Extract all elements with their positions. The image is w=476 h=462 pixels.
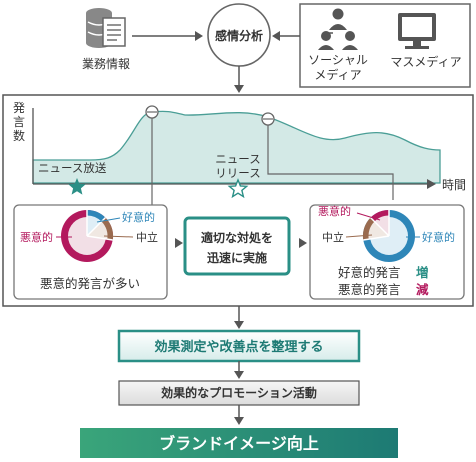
action-box bbox=[183, 216, 291, 276]
volume-area bbox=[32, 110, 441, 184]
people-network-icon bbox=[318, 8, 358, 50]
right-caption2-text: 悪意的発言 bbox=[338, 282, 401, 297]
news-release-label-line1: ニュース bbox=[215, 152, 260, 166]
arrow-media-to-sentiment bbox=[272, 31, 300, 41]
social-media-label-line1: ソーシャル bbox=[308, 53, 368, 67]
x-axis-label: 時間 bbox=[442, 178, 466, 192]
arrow-sentiment-to-main bbox=[234, 66, 244, 93]
arrow-step2-to-step3 bbox=[234, 405, 244, 425]
database-document-icon bbox=[86, 8, 126, 48]
right-pie bbox=[362, 209, 415, 262]
monitor-icon bbox=[398, 13, 436, 49]
filled-star-icon bbox=[68, 178, 86, 195]
connector-right bbox=[267, 125, 394, 200]
right-neutral-label: 中立 bbox=[322, 230, 344, 244]
left-pie-caption: 悪意的発言が多い bbox=[40, 276, 140, 291]
step3-box bbox=[80, 428, 398, 458]
sentiment-node: 感情分析 bbox=[207, 3, 271, 67]
right-caption1-text: 好意的発言 bbox=[338, 265, 401, 280]
left-positive-label: 好意的 bbox=[122, 210, 155, 224]
peak-marker-right bbox=[261, 112, 275, 126]
right-caption1-badge: 増 bbox=[416, 265, 429, 280]
left-neutral-label: 中立 bbox=[136, 230, 158, 244]
arrow-business-to-sentiment bbox=[132, 31, 203, 41]
arrow-step1-to-step2 bbox=[234, 361, 244, 379]
step1-label: 効果測定や改善点を整理する bbox=[154, 339, 323, 355]
left-pie bbox=[61, 209, 114, 262]
right-positive-label: 好意的 bbox=[422, 230, 455, 244]
chart-axes bbox=[32, 108, 436, 189]
arrow-main-to-step1 bbox=[234, 306, 244, 329]
social-media-label-line2: メディア bbox=[314, 67, 361, 82]
step2-box bbox=[118, 380, 360, 406]
mass-media-label: マスメディア bbox=[390, 54, 461, 69]
y-axis-label-2: 言 bbox=[13, 115, 25, 129]
left-negative-label: 悪意的 bbox=[20, 230, 53, 244]
step3-label: ブランドイメージ向上 bbox=[159, 434, 319, 453]
y-axis-label-3: 数 bbox=[13, 128, 25, 143]
sentiment-label: 感情分析 bbox=[215, 28, 263, 43]
business-info-label: 業務情報 bbox=[82, 57, 130, 71]
action-line1: 適切な対処を bbox=[201, 230, 273, 245]
y-axis-label-1: 発 bbox=[13, 101, 25, 115]
news-broadcast-label: ニュース放送 bbox=[38, 161, 107, 175]
arrow-center-to-right bbox=[299, 238, 307, 248]
right-caption2-badge: 減 bbox=[416, 282, 429, 297]
action-line2: 迅速に実施 bbox=[207, 250, 267, 265]
step2-label: 効果的なプロモーション活動 bbox=[161, 385, 317, 400]
right-negative-label: 悪意的 bbox=[318, 204, 351, 218]
outline-star-icon bbox=[227, 178, 249, 199]
peak-marker-left bbox=[145, 105, 159, 119]
news-release-label-line2: リリース bbox=[215, 166, 260, 180]
arrow-left-to-center bbox=[175, 238, 183, 248]
